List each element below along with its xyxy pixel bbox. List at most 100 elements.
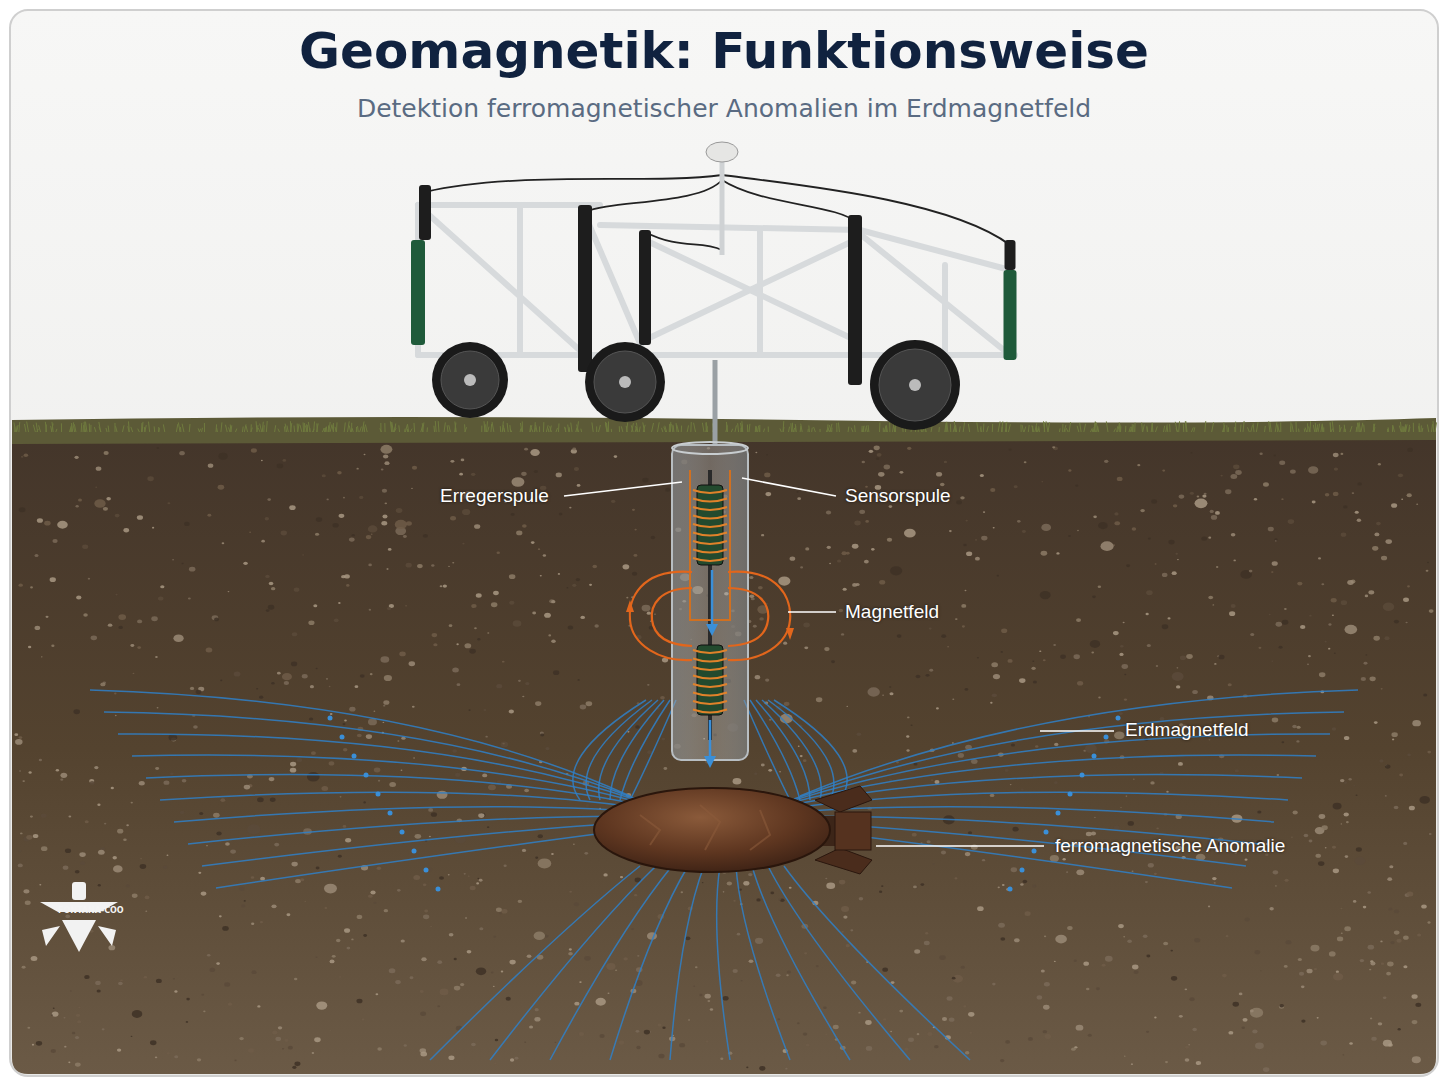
- pebble: [131, 1036, 133, 1037]
- field-line: [744, 700, 790, 800]
- pebble: [997, 575, 999, 577]
- grass-blade: [347, 421, 349, 432]
- grass-blade: [1077, 426, 1079, 432]
- pebble: [1277, 774, 1280, 776]
- pebble: [647, 684, 649, 686]
- pebble: [1075, 485, 1078, 487]
- pebble: [479, 813, 486, 818]
- grass-blade: [657, 422, 659, 432]
- grass-blade: [550, 426, 552, 432]
- field-arrow-mark: [1056, 811, 1061, 816]
- pebble: [405, 605, 407, 606]
- pebble: [911, 725, 913, 727]
- pebble: [755, 452, 757, 453]
- pebble: [457, 683, 461, 686]
- pebble: [592, 565, 597, 568]
- pebble: [252, 970, 257, 974]
- pebble: [1146, 590, 1153, 595]
- grass-blade: [977, 422, 978, 432]
- grass-blade: [438, 421, 440, 432]
- pebble: [208, 464, 214, 468]
- pebble: [28, 646, 31, 648]
- pebble: [695, 966, 698, 968]
- field-line: [784, 866, 970, 1060]
- pebble: [733, 778, 742, 785]
- pebble: [1317, 1017, 1319, 1019]
- pebble: [569, 948, 572, 950]
- pebble: [377, 867, 381, 870]
- pebble: [174, 990, 177, 992]
- pebble: [150, 1040, 157, 1045]
- grass-blade: [577, 425, 579, 432]
- pebble: [1341, 533, 1347, 537]
- pebble: [1179, 1015, 1183, 1018]
- pebble: [1178, 762, 1183, 766]
- pebble: [316, 1001, 327, 1009]
- pebble: [884, 464, 891, 469]
- grass-blade: [1243, 421, 1244, 432]
- grass-blade: [500, 426, 501, 432]
- pebble: [1273, 870, 1279, 874]
- pebble: [1282, 741, 1285, 743]
- grass-blade: [632, 423, 634, 432]
- pebble: [302, 674, 308, 678]
- pebble: [741, 980, 743, 981]
- pebble: [420, 1052, 427, 1057]
- pebble: [1211, 515, 1217, 520]
- pebble: [749, 959, 754, 963]
- pebble: [1060, 655, 1066, 659]
- pebble: [720, 1058, 723, 1060]
- pebble: [111, 787, 114, 789]
- pebble: [387, 607, 391, 610]
- grass-blade: [492, 422, 494, 432]
- pebble: [1054, 781, 1058, 784]
- pebble: [1021, 789, 1024, 791]
- pebble: [572, 447, 576, 450]
- grass-blade: [287, 426, 288, 432]
- pebble: [968, 831, 972, 834]
- pebble: [1216, 566, 1218, 568]
- grass-blade: [25, 424, 26, 432]
- pebble: [1186, 654, 1193, 659]
- pebble: [36, 1041, 42, 1046]
- grass-blade: [1400, 422, 1401, 432]
- pebble: [488, 784, 496, 790]
- pebble: [634, 529, 636, 531]
- pebble: [18, 863, 23, 867]
- pebble: [535, 857, 538, 859]
- field-arrow-mark: [1008, 887, 1013, 892]
- grass-blade: [14, 427, 15, 432]
- pebble: [151, 616, 158, 621]
- pebble: [212, 615, 219, 620]
- pebble: [990, 488, 995, 492]
- pebble: [654, 614, 656, 615]
- pebble: [1412, 1056, 1421, 1063]
- pebble: [1374, 533, 1379, 537]
- grass-blade: [639, 427, 640, 432]
- grass-blade: [1130, 429, 1132, 432]
- pebble: [942, 1017, 947, 1021]
- pebble: [553, 670, 559, 675]
- pebble: [41, 656, 43, 657]
- pebble: [785, 1068, 787, 1070]
- pebble: [1017, 520, 1021, 523]
- pebble: [241, 905, 245, 908]
- grass-strip: [12, 417, 1436, 444]
- pebble: [1146, 1031, 1149, 1033]
- pebble: [100, 682, 105, 686]
- pebble: [230, 849, 236, 853]
- grass-blade: [768, 427, 769, 432]
- pebble: [1098, 585, 1101, 588]
- pebble: [126, 884, 130, 887]
- grass-blade: [1094, 422, 1095, 432]
- pebble: [501, 971, 504, 973]
- field-arrow-mark: [328, 716, 333, 721]
- pebble: [954, 877, 957, 879]
- pebble: [1426, 570, 1429, 572]
- pebble: [934, 780, 939, 784]
- pebble: [164, 780, 170, 784]
- pebble: [1005, 769, 1009, 772]
- grass-blade: [790, 423, 792, 432]
- grass-blade: [1001, 421, 1002, 432]
